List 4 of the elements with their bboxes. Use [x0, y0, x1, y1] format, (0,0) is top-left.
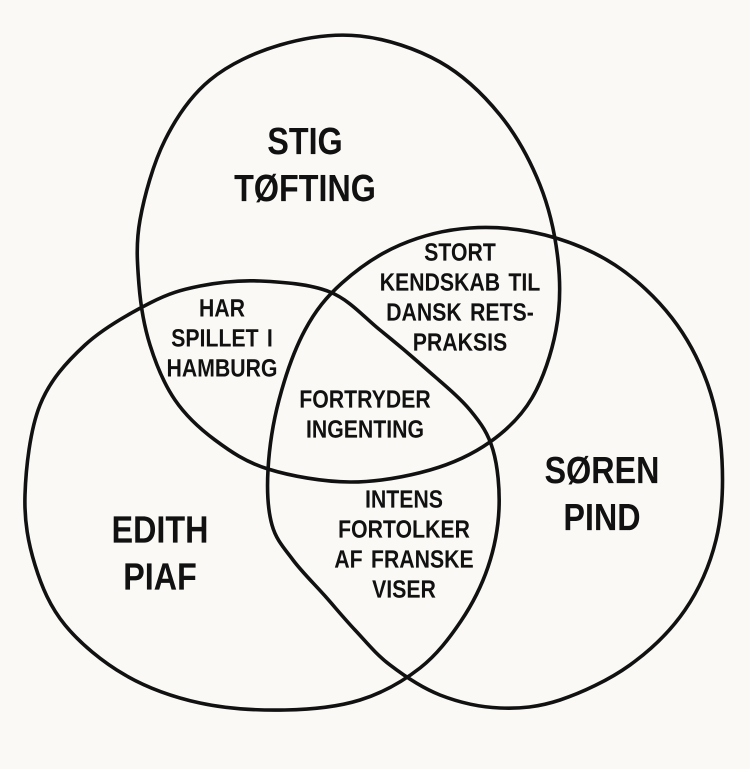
region-label: FORTRYDER INGENTING [300, 390, 430, 438]
region-label: STORT KENDSKAB TIL DANSK RETS- PRAKSIS [381, 243, 540, 351]
region-label: HAR SPILLET I HAMBURG [168, 299, 276, 377]
region-label: INTENS FORTOLKER AF FRANSKE VISER [334, 490, 473, 598]
